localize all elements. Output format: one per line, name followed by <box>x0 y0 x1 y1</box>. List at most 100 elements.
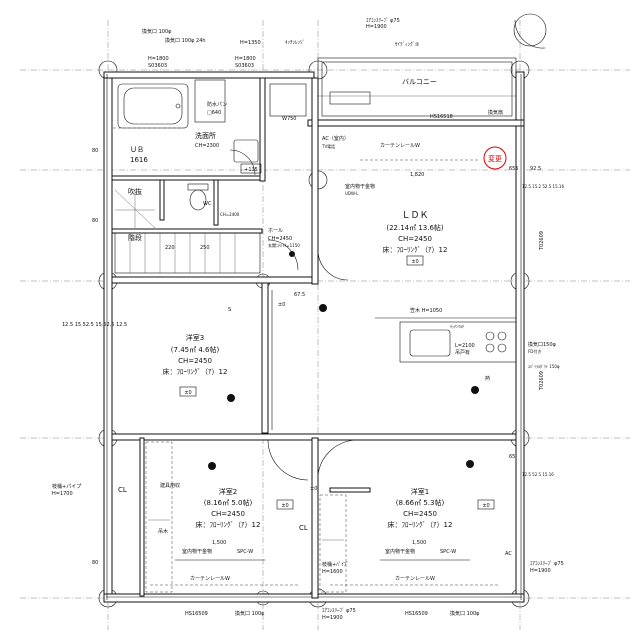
t02609-b: T02609 <box>539 371 545 391</box>
ldk-floor: 床：ﾌﾛｰﾘﾝｸﾞ（ｱ）12 <box>383 245 448 254</box>
indoor-drying-a: 室内物干金物 <box>182 548 212 555</box>
siding: ｻｲﾃﾞｨﾝｸﾞ② <box>395 41 420 48</box>
level-a: ±0 <box>310 486 317 492</box>
hs16518: HS16518 <box>430 114 453 120</box>
vent-bottom-a: 換気口 100φ <box>235 610 265 617</box>
bed1-name: 洋室1 <box>411 487 429 496</box>
washroom-pan: 防水パン <box>207 101 227 108</box>
bed1-area: (8.66㎡ 5.3帖) <box>396 498 445 507</box>
fridge: 熱 <box>485 375 490 382</box>
room-washroom: 防水パン □640 W750 洗面所 CH=2300 +135 <box>195 101 297 174</box>
spc-b: SPC-W <box>440 549 456 555</box>
toilet <box>187 183 209 211</box>
hood: 吊戸有 <box>455 349 470 356</box>
ub-size: 1616 <box>130 156 148 164</box>
room-ldk: ＬＤＫ (22.14㎡ 13.6帖) CH=2450 床：ﾌﾛｰﾘﾝｸﾞ（ｱ）1… <box>383 211 448 266</box>
level-b: ±0 <box>278 302 285 308</box>
dim-925: 92.5 <box>530 166 541 172</box>
vent-top2: 換気口 100φ 24h <box>165 37 206 44</box>
closet-cl2: CL <box>299 524 308 532</box>
sl-mark: S <box>228 307 231 313</box>
curtain-b: カーテンレールW <box>395 576 435 582</box>
dim-250: 250 <box>200 245 210 251</box>
washroom-level: +135 <box>244 167 258 173</box>
suimoku: 吊木 <box>158 528 168 535</box>
balcony-label: バルコニー <box>402 78 437 86</box>
ac-pipe-top-h: H=1900 <box>366 24 387 30</box>
t02609-a: T02609 <box>539 231 545 251</box>
shelf: 笠木 H=1050 <box>410 307 442 314</box>
dim-220: 220 <box>165 245 175 251</box>
ldk-area: (22.14㎡ 13.6帖) <box>386 223 444 232</box>
ac-pipe-bottom: ｴｱｺﾝｽﾘｰﾌﾞ φ75 <box>322 607 356 614</box>
bed3-area: (7.45㎡ 4.6帖) <box>171 345 220 354</box>
room-wc: WC CH=2400 <box>203 201 240 217</box>
l2100: L=2100 <box>455 343 475 349</box>
kitchen-outlet: ｷｯﾁﾝﾚﾝｼﾞ <box>285 39 305 46</box>
closets <box>145 441 347 593</box>
dim-1500-a: 1,500 <box>212 540 226 546</box>
s03603-a: S03603 <box>148 63 167 69</box>
h1800-b: H=1800 <box>235 56 256 62</box>
dim-675: 67.5 <box>294 292 305 298</box>
vent-top: 換気口 100φ <box>142 28 172 35</box>
ac-pipe-top: ｴｱｺﾝｽﾘｰﾌﾞ φ75 <box>366 17 400 24</box>
washer-pan <box>194 79 307 163</box>
curtain-rail: カーテンレールW <box>380 143 420 149</box>
bathtub <box>117 83 189 129</box>
wc-ch: CH=2400 <box>220 212 240 217</box>
dim-655: 655 <box>509 166 519 172</box>
ldk-name: ＬＤＫ <box>401 211 428 221</box>
washroom-name: 洗面所 <box>195 131 216 140</box>
kitchen-counter <box>375 317 517 363</box>
ldk-ch: CH=2450 <box>398 235 432 243</box>
vent-side2: ｽﾊﾟｲﾗﾙﾀﾞｸﾄ 150φ <box>528 363 560 369</box>
hall-note: 玄関ﾆﾁﾊ H=1150 <box>268 242 300 248</box>
curtain-a: カーテンレールW <box>190 576 230 582</box>
dim-1820: 1,820 <box>410 172 424 178</box>
ldk-level: ±0 <box>411 259 418 265</box>
room-ub: ＵＢ 1616 <box>130 146 148 164</box>
indoor-drying-sub: UDW-L <box>345 191 359 196</box>
dim-80-b: 80 <box>92 218 98 224</box>
bed1-level: ±0 <box>482 503 489 509</box>
bed2-name: 洋室2 <box>219 487 237 496</box>
dim-80-a: 80 <box>92 148 98 154</box>
balcony <box>317 57 517 121</box>
fukinuke-label: 吹抜 <box>128 187 142 196</box>
bed2-level: ±0 <box>281 503 288 509</box>
bed1-floor: 床：ﾌﾛｰﾘﾝｸﾞ（ｱ）12 <box>388 520 453 529</box>
change-mark-label: 変更 <box>488 154 502 163</box>
ac-mark: AC <box>505 551 512 557</box>
built-in: 建具用収 <box>160 482 180 489</box>
pipe-note-h: H=1700 <box>52 491 73 497</box>
hall-name: ホール <box>268 228 283 234</box>
bed2-ch: CH=2450 <box>211 510 245 518</box>
hall-ch: CH=2450 <box>268 236 292 242</box>
pipe-note: 枝桶+パイプ <box>52 483 81 490</box>
bed3-name: 洋室3 <box>186 333 204 342</box>
dim-row: 12.5 15.2 52.5 15.16 <box>522 184 564 189</box>
ceiling-lights <box>208 251 479 470</box>
bed3-floor: 床：ﾌﾛｰﾘﾝｸﾞ（ｱ）12 <box>163 367 228 376</box>
interior-walls <box>111 77 517 599</box>
washroom-w: W750 <box>282 116 297 122</box>
bed3-ch: CH=2450 <box>178 357 212 365</box>
bed1-ch: CH=2450 <box>403 510 437 518</box>
vent-side: 換気口150φ <box>528 341 557 348</box>
dim-row2: 12.5 52.5 15.16 <box>522 472 554 477</box>
dim-left: 12.5 15.52.5 15.52.5 12.5 <box>62 322 127 328</box>
washroom-pan-size: □640 <box>207 110 221 116</box>
dim-1500-b: 1,500 <box>412 540 426 546</box>
room-bed2: 洋室2 (8.16㎡ 5.0帖) CH=2450 床：ﾌﾛｰﾘﾝｸﾞ（ｱ）12 … <box>196 487 294 529</box>
indoor-drying-b: 室内物干金物 <box>385 548 415 555</box>
annotations: 換気口 100φ 換気口 100φ 24h H=1800 S03603 H=18… <box>52 17 564 621</box>
change-mark: 変更 <box>483 146 507 170</box>
room-bed3: 洋室3 (7.45㎡ 4.6帖) CH=2450 床：ﾌﾛｰﾘﾝｸﾞ（ｱ）12 … <box>163 333 228 397</box>
hs16509-a: HS16509 <box>185 611 208 617</box>
vent-bottom-b: 換気口 100φ <box>450 610 480 617</box>
pipe-h1600: 枝桶+ﾊﾟｲﾌﾟ <box>322 561 349 568</box>
bed3-level: ±0 <box>184 390 191 396</box>
closet-cl: CL <box>118 486 127 494</box>
